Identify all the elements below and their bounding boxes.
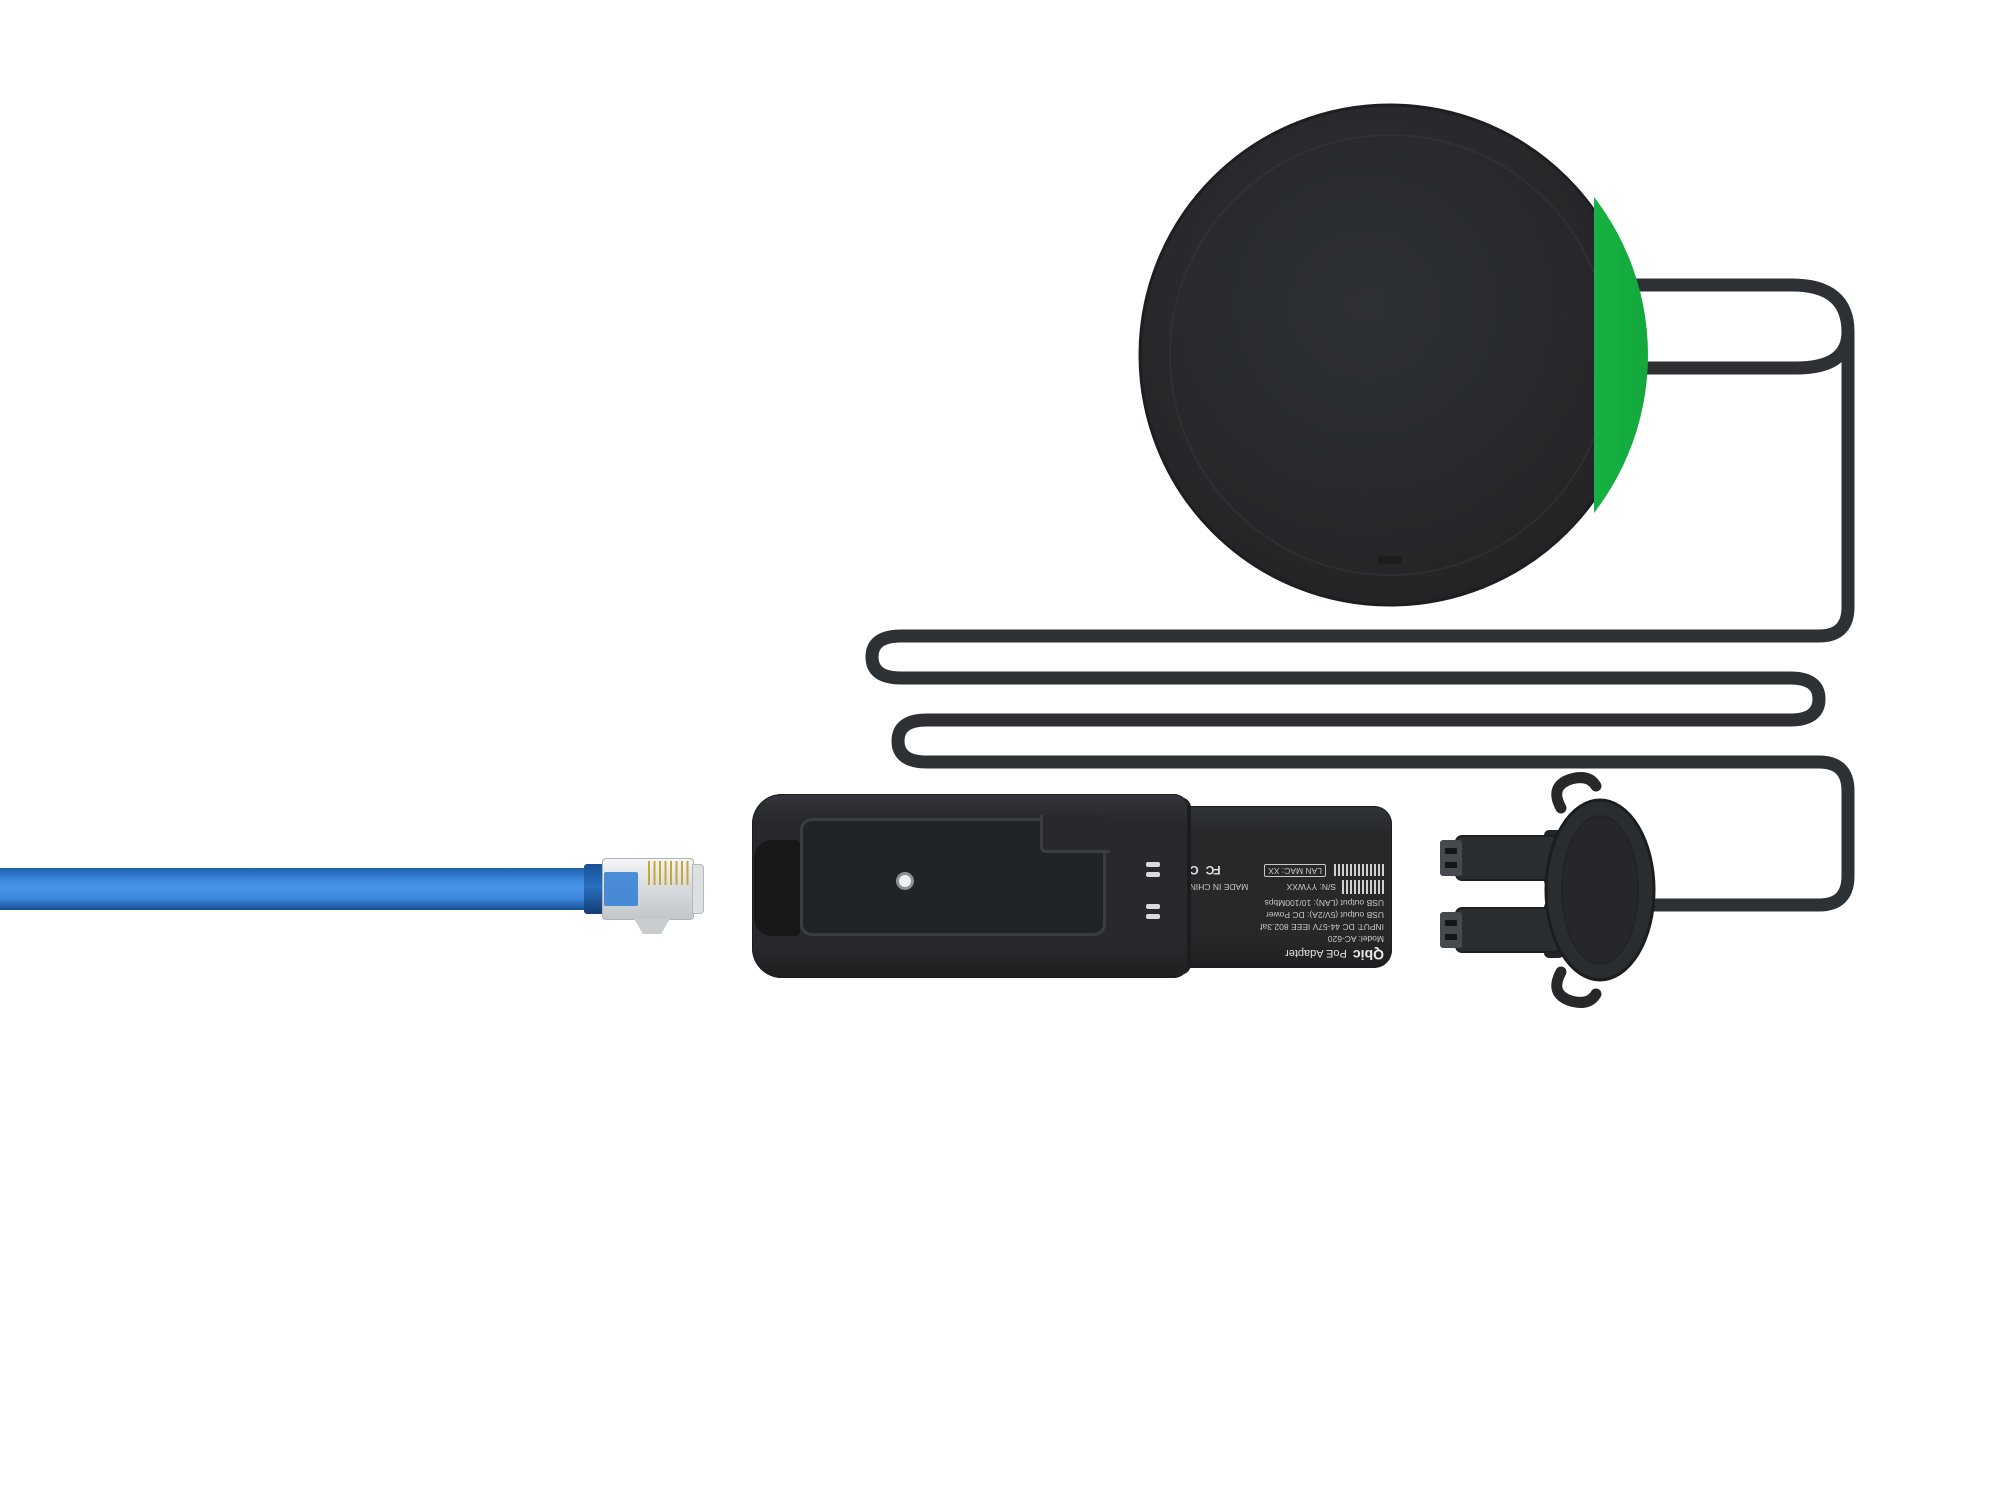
barcode-icon [1332, 864, 1384, 877]
usb-slot-icon [1445, 920, 1457, 926]
vent-slot [1146, 914, 1160, 919]
ethernet-cable-boot [584, 864, 604, 914]
label-usb-power: USB output (5V/2A): DC Power [1265, 910, 1384, 920]
rj45-port-opening [754, 840, 800, 936]
grommet-inner [1561, 815, 1639, 965]
smart-device-puck [1138, 103, 1642, 607]
grommet-hook-top [1551, 772, 1602, 814]
label-serial: S/N: YYWXX [1286, 882, 1336, 892]
label-input: INPUT: DC 44-57V IEEE 802.3af [1260, 922, 1384, 932]
poe-adapter-body [752, 794, 1188, 978]
usb-slot-icon [1445, 848, 1457, 854]
power-cable [865, 278, 1855, 912]
adapter-led-dot [896, 872, 914, 890]
ethernet-cable [0, 868, 588, 910]
vent-slot [1146, 904, 1160, 909]
label-usb-lan: USB output (LAN): 10/100Mbps [1264, 898, 1384, 908]
cable-top-loop [1635, 325, 1855, 375]
brand-logo: Qbic [1352, 947, 1384, 963]
usb-plug-bottom [1440, 902, 1564, 958]
rj45-cable-inside [604, 872, 638, 906]
poe-adapter-label-section: Qbic PoE Adapter Model: AC-620 INPUT: DC… [1178, 806, 1392, 968]
usb-slot-icon [1445, 862, 1457, 868]
label-made-in: MADE IN CHINA [1184, 882, 1249, 892]
vent-slot [1146, 862, 1160, 867]
rj45-latch [634, 919, 670, 934]
product-name: PoE Adapter [1285, 947, 1347, 959]
barcode-icon [1342, 880, 1384, 894]
adapter-recess-notch [1040, 815, 1110, 853]
label-mac: LAN MAC: XX [1264, 864, 1326, 877]
rj45-gold-contacts-icon [648, 861, 692, 885]
status-light-green [1594, 197, 1648, 513]
rj45-tip [692, 864, 704, 914]
label-model: Model: AC-620 [1327, 934, 1384, 944]
grommet-hook-bottom [1551, 966, 1602, 1008]
adapter-label: Qbic PoE Adapter Model: AC-620 INPUT: DC… [1184, 811, 1384, 963]
vent-slot [1146, 872, 1160, 877]
fcc-mark-icon: FC [1206, 863, 1221, 878]
puck-bottom-notch [1378, 556, 1402, 564]
usb-slot-icon [1445, 934, 1457, 940]
